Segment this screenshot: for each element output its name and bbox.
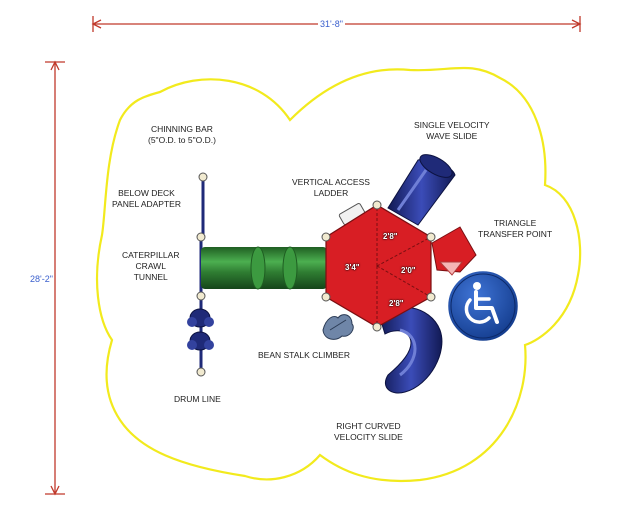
safety-zone-boundary (95, 66, 582, 482)
depth-dimension-line (45, 60, 65, 496)
label-bean-stalk-climber: BEAN STALK CLIMBER (258, 350, 350, 360)
wheelchair-icon (445, 268, 521, 344)
label-right-curved-velocity-slide: RIGHT CURVED VELOCITY SLIDE (334, 421, 403, 442)
label-single-velocity-wave-slide: SINGLE VELOCITY WAVE SLIDE (414, 120, 490, 141)
width-dimension-label: 31'-8" (318, 19, 345, 29)
label-caterpillar-crawl-tunnel: CATERPILLAR CRAWL TUNNEL (122, 250, 180, 282)
label-vertical-access-ladder: VERTICAL ACCESS LADDER (292, 177, 370, 198)
depth-dimension-label: 28'-2" (30, 273, 53, 285)
label-chinning-bar: CHINNING BAR (5"O.D. to 5"O.D.) (148, 124, 216, 145)
triangle-transfer-point (431, 226, 477, 276)
deck-height-left: 3'4" (345, 263, 360, 272)
deck-height-right: 2'0" (401, 266, 416, 275)
label-triangle-transfer-point: TRIANGLE TRANSFER POINT (478, 218, 553, 239)
bean-stalk-climber (322, 314, 354, 340)
single-velocity-wave-slide (387, 154, 456, 226)
caterpillar-tunnel (201, 246, 327, 290)
drum-line (187, 308, 214, 351)
deck-height-bottom: 2'8" (389, 299, 404, 308)
label-below-deck-panel-adapter: BELOW DECK PANEL ADAPTER (112, 188, 181, 209)
deck-height-top: 2'8" (383, 232, 398, 241)
hex-deck (321, 200, 436, 332)
label-drum-line: DRUM LINE (174, 394, 221, 404)
right-curved-velocity-slide (379, 306, 443, 394)
